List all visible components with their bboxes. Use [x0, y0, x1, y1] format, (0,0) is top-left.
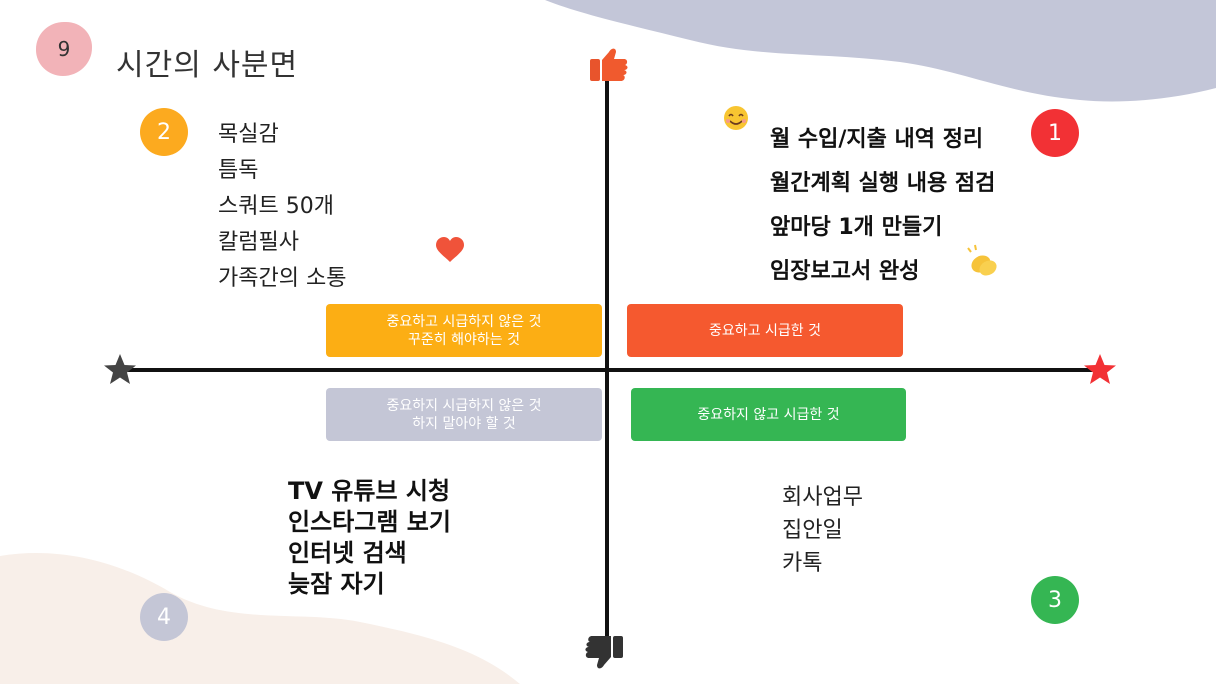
heart-icon — [436, 237, 464, 262]
thumbs-down-icon — [585, 636, 623, 669]
quadrant-3-list: 회사업무 집안일 카톡 — [782, 481, 863, 580]
quadrant-2-number: 2 — [157, 119, 171, 145]
quadrant-3-badge: 3 — [1031, 576, 1079, 624]
quadrant-4-label-box: 중요하지 시급하지 않은 것 하지 말아야 할 것 — [326, 388, 602, 441]
list-item: 집안일 — [782, 518, 843, 543]
list-item: 앞마당 1개 만들기 — [770, 215, 943, 240]
red-star-icon — [1084, 354, 1116, 384]
smiling-face-icon — [724, 106, 748, 130]
thumbs-up-icon — [590, 48, 628, 81]
list-item: 월 수입/지출 내역 정리 — [770, 127, 984, 152]
quadrant-2-label-box: 중요하고 시급하지 않은 것 꾸준히 해야하는 것 — [326, 304, 602, 357]
list-item: 스쿼트 50개 — [218, 194, 334, 219]
quadrant-3-number: 3 — [1048, 587, 1062, 613]
quadrant-1-number: 1 — [1048, 120, 1062, 146]
page-number: 9 — [57, 37, 71, 61]
list-item: 목실감 — [218, 122, 279, 147]
quadrant-2-list: 목실감 틈독 스쿼트 50개 칼럼필사 가족간의 소통 — [218, 118, 346, 298]
list-item: 월간계획 실행 내용 점검 — [770, 171, 996, 196]
quadrant-1-badge: 1 — [1031, 109, 1079, 157]
quadrant-4-label-line: 중요하지 시급하지 않은 것 — [386, 397, 542, 414]
quadrant-1-label-line: 중요하고 시급한 것 — [709, 322, 821, 339]
gray-star-icon — [104, 354, 136, 384]
quadrant-4-number: 4 — [157, 604, 171, 630]
list-item: 회사업무 — [782, 485, 863, 510]
list-item: 임장보고서 완성 — [770, 259, 920, 284]
quadrant-2-badge: 2 — [140, 108, 188, 156]
quadrant-3-label-line: 중요하지 않고 시급한 것 — [697, 406, 840, 423]
list-item: 칼럼필사 — [218, 230, 299, 255]
quadrant-1-list: 월 수입/지출 내역 정리 월간계획 실행 내용 점검 앞마당 1개 만들기 임… — [770, 120, 995, 296]
page-number-badge: 9 — [36, 22, 92, 76]
quadrant-4-badge: 4 — [140, 593, 188, 641]
list-item: 인터넷 검색 — [288, 539, 407, 567]
quadrant-2-label-line: 중요하고 시급하지 않은 것 — [386, 313, 542, 330]
list-item: 가족간의 소통 — [218, 266, 347, 291]
list-item: TV 유튜브 시청 — [288, 477, 451, 505]
quadrant-4-label-line: 하지 말아야 할 것 — [412, 415, 516, 432]
page-title: 시간의 사분면 — [116, 48, 299, 83]
list-item: 카톡 — [782, 551, 823, 576]
quadrant-1-label-box: 중요하고 시급한 것 — [627, 304, 903, 357]
list-item: 인스타그램 보기 — [288, 508, 451, 536]
quadrant-2-label-line: 꾸준히 해야하는 것 — [408, 331, 520, 348]
list-item: 틈독 — [218, 158, 259, 183]
quadrant-3-label-box: 중요하지 않고 시급한 것 — [631, 388, 906, 441]
list-item: 늦잠 자기 — [288, 570, 385, 598]
clapping-hands-icon — [967, 244, 997, 276]
quadrant-4-list: TV 유튜브 시청 인스타그램 보기 인터넷 검색 늦잠 자기 — [288, 476, 451, 600]
